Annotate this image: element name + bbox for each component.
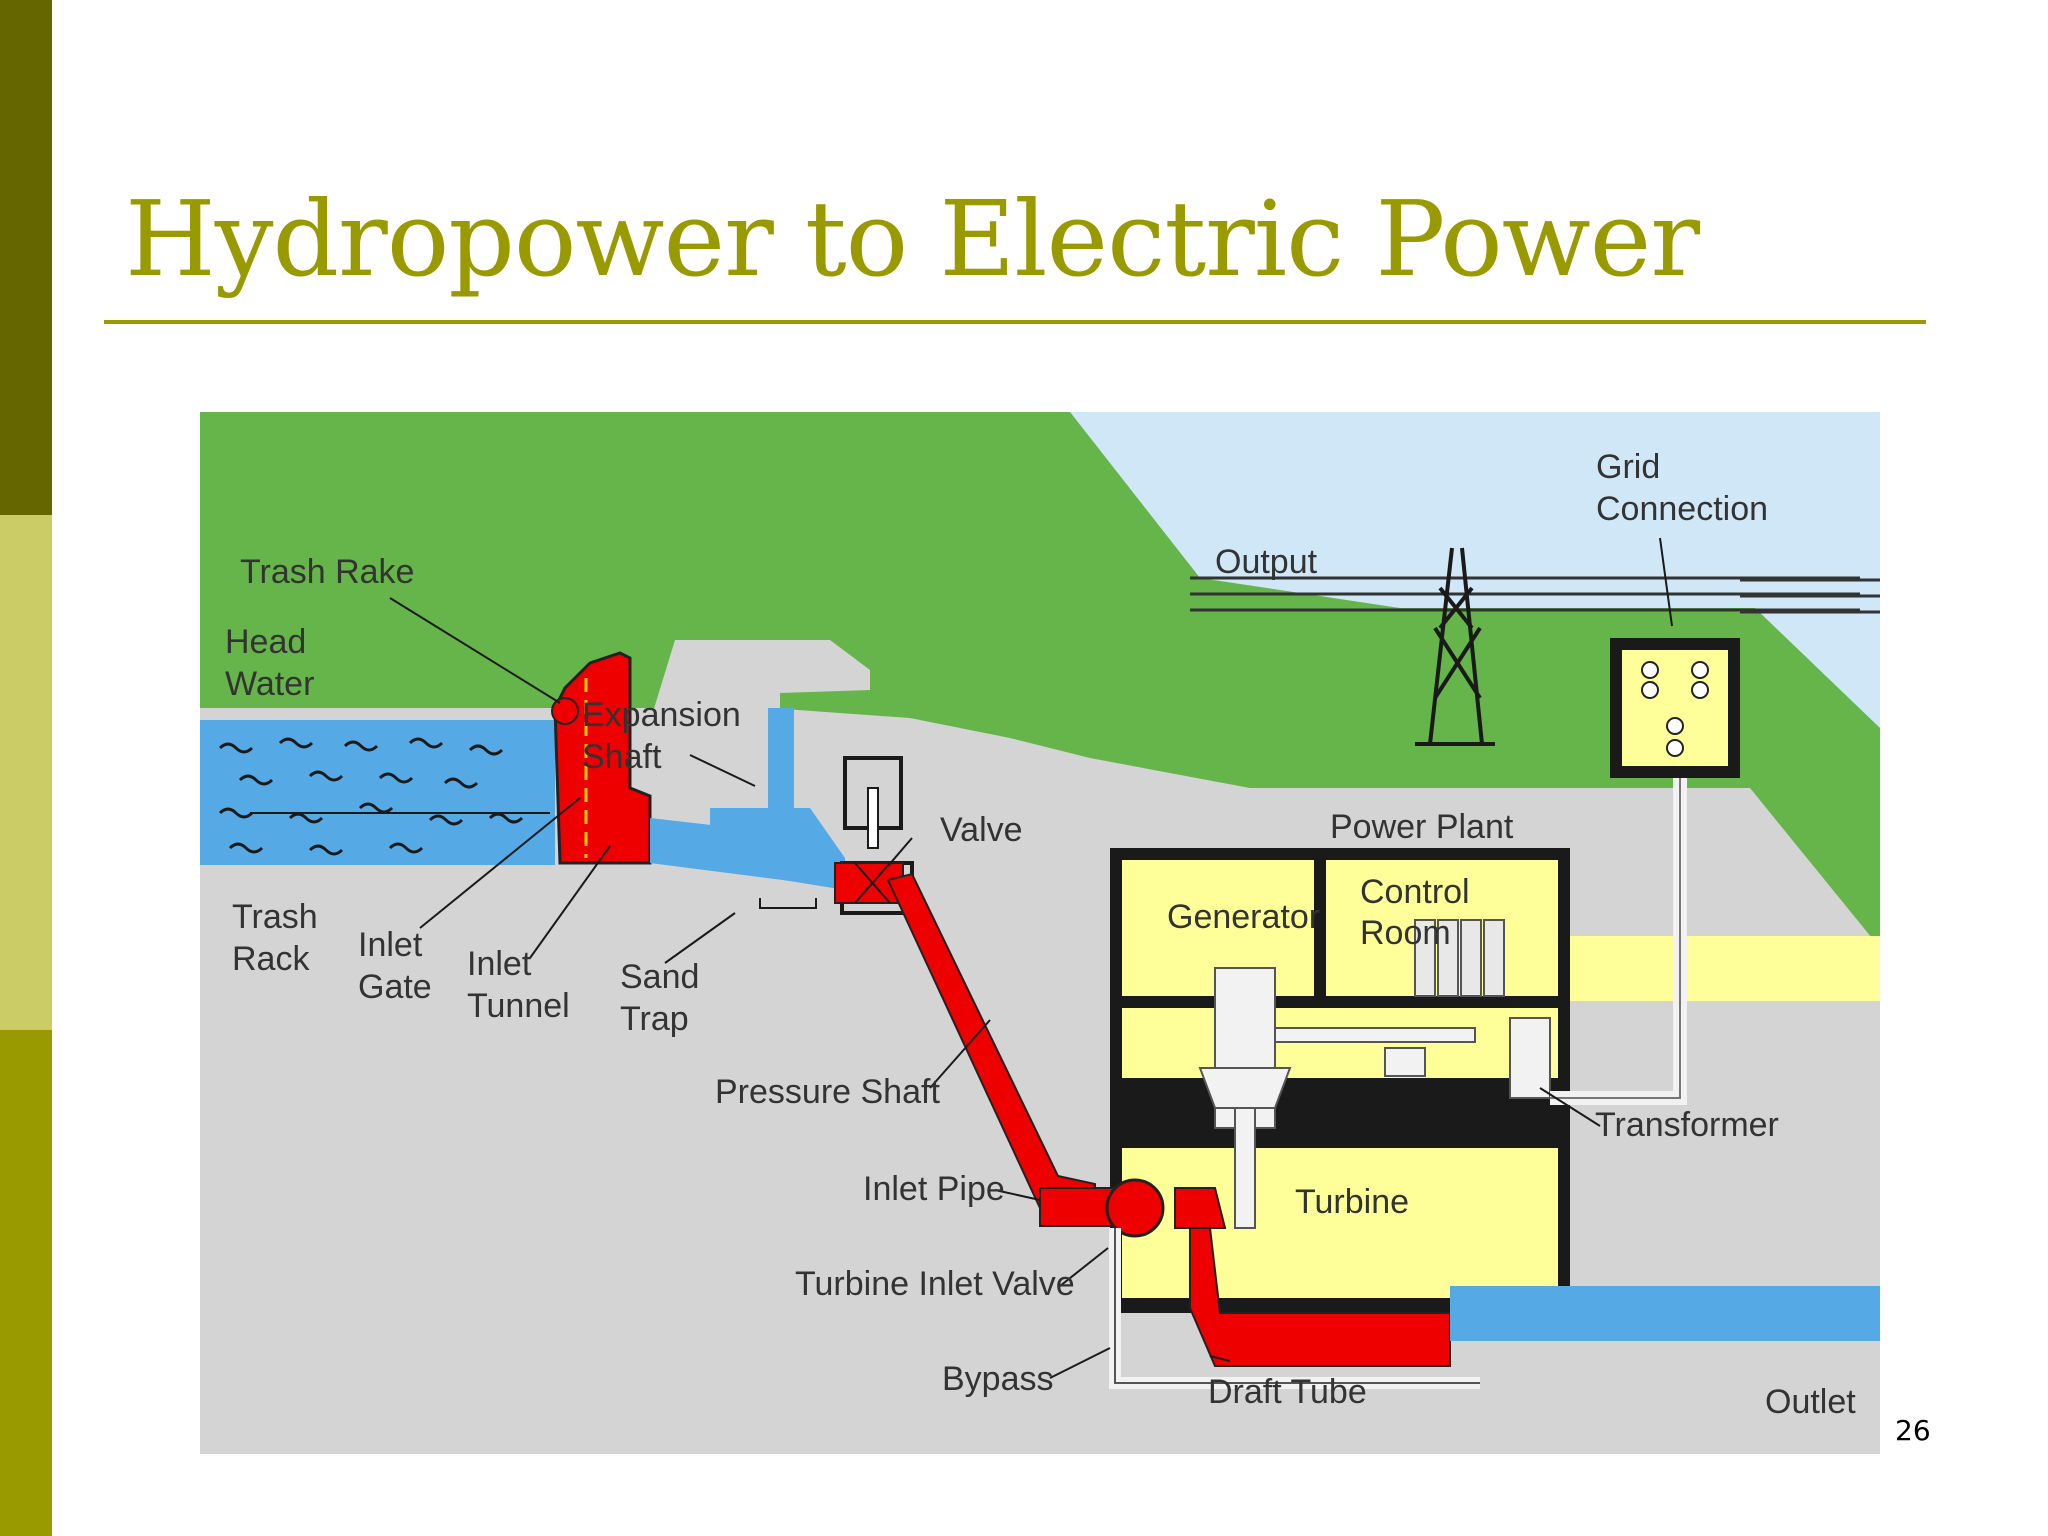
label-valve: Valve bbox=[940, 811, 1023, 849]
sidebar-stripe-dark bbox=[0, 0, 52, 515]
head-water bbox=[200, 720, 555, 865]
label-trash-rack-2: Rack bbox=[232, 940, 310, 978]
label-head-water-2: Water bbox=[225, 665, 314, 703]
label-head-water-1: Head bbox=[225, 623, 306, 661]
label-sand-trap-1: Sand bbox=[620, 958, 699, 996]
turbine-inlet-valve bbox=[1105, 1178, 1165, 1238]
label-trash-rack-1: Trash bbox=[232, 898, 318, 936]
label-outlet: Outlet bbox=[1765, 1383, 1856, 1421]
water-waves bbox=[218, 737, 524, 856]
label-inlet-gate-1: Inlet bbox=[358, 926, 423, 964]
power-lines bbox=[1190, 576, 1880, 614]
dam-embankment bbox=[645, 640, 870, 738]
label-turbine: Turbine bbox=[1295, 1183, 1409, 1221]
label-bypass: Bypass bbox=[942, 1360, 1054, 1398]
label-trash-rake: Trash Rake bbox=[240, 553, 414, 591]
label-generator: Generator bbox=[1167, 898, 1320, 936]
label-inlet-gate-2: Gate bbox=[358, 968, 432, 1006]
title-underline bbox=[104, 320, 1926, 324]
outlet-water bbox=[1450, 1286, 1880, 1341]
sidebar-stripe-mid bbox=[0, 1030, 52, 1536]
power-plant bbox=[1110, 848, 1880, 1313]
label-sand-trap-2: Trap bbox=[620, 1000, 689, 1038]
turbine-runner bbox=[1174, 1187, 1227, 1229]
transmission-tower bbox=[1415, 547, 1495, 746]
leader-lines bbox=[250, 537, 1673, 1379]
label-output: Output bbox=[1215, 543, 1318, 581]
label-power-plant: Power Plant bbox=[1330, 808, 1514, 846]
label-expansion-shaft-2: Shaft bbox=[582, 738, 662, 776]
label-pressure-shaft: Pressure Shaft bbox=[715, 1073, 940, 1111]
label-grid-connection-2: Connection bbox=[1596, 490, 1768, 528]
sand-trap-bracket bbox=[759, 898, 817, 909]
label-expansion-shaft-1: Expansion bbox=[582, 696, 741, 734]
label-inlet-tunnel-2: Tunnel bbox=[467, 987, 570, 1025]
label-draft-tube: Draft Tube bbox=[1208, 1373, 1367, 1411]
sky bbox=[1070, 412, 1880, 728]
slide-title: Hydropower to Electric Power bbox=[125, 178, 1700, 300]
label-transformer: Transformer bbox=[1595, 1106, 1779, 1144]
label-control-room-2: Room bbox=[1360, 914, 1451, 952]
label-inlet-pipe: Inlet Pipe bbox=[863, 1170, 1005, 1208]
page-number: 26 bbox=[1895, 1414, 1931, 1447]
label-inlet-tunnel-1: Inlet bbox=[467, 945, 532, 983]
label-grid-connection-1: Grid bbox=[1596, 448, 1660, 486]
sidebar-stripe-light bbox=[0, 515, 52, 1030]
switchyard bbox=[1610, 638, 1740, 778]
label-control-room-1: Control bbox=[1360, 873, 1470, 911]
hydropower-diagram: Trash Rake Head Water Expansion Shaft Ou… bbox=[200, 412, 1880, 1454]
hill bbox=[200, 412, 1880, 948]
inlet-gate-tower bbox=[551, 651, 652, 865]
label-turbine-inlet-valve: Turbine Inlet Valve bbox=[795, 1265, 1075, 1303]
